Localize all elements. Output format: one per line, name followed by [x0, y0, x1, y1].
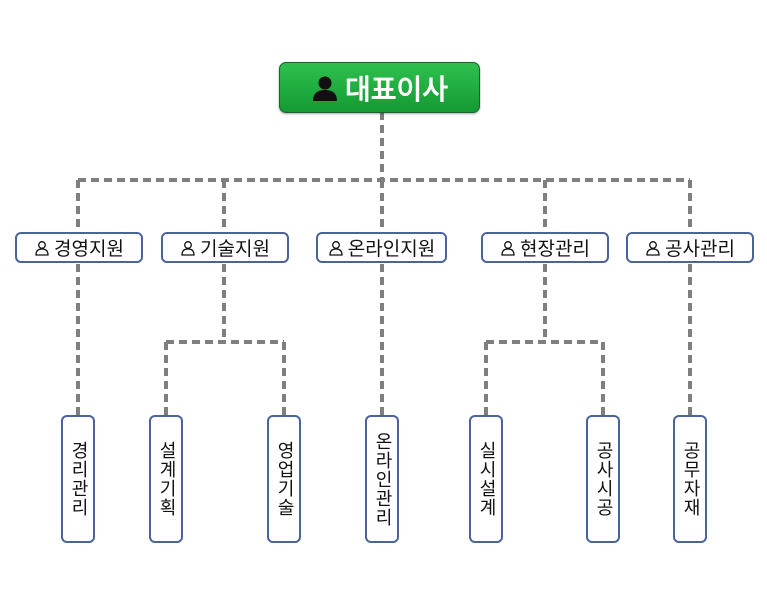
dept-label: 기술지원 [200, 238, 270, 260]
ceo-label: 대표이사 [344, 72, 449, 106]
ceo-node: 대표이사 [279, 62, 480, 113]
dept-label: 현장관리 [520, 238, 590, 260]
dept-node-online-support: 온라인지원 [316, 232, 447, 263]
team-label: 실시설계 [476, 441, 497, 517]
team-label: 공무자재 [680, 441, 701, 517]
team-node-design-planning: 설계기획 [149, 415, 183, 543]
team-node-accounting: 경리관리 [61, 415, 95, 543]
team-label: 온라인관리 [372, 431, 393, 527]
team-label: 경리관리 [68, 441, 89, 517]
dept-node-management-support: 경영지원 [15, 232, 143, 263]
team-label: 설계기획 [156, 441, 177, 517]
dept-node-technical-support: 기술지원 [161, 232, 289, 263]
person-outline-icon [645, 240, 661, 256]
team-label: 공사시공 [593, 441, 614, 517]
person-outline-icon [34, 240, 50, 256]
team-node-materials: 공무자재 [673, 415, 707, 543]
team-node-online-management: 온라인관리 [365, 415, 399, 543]
team-label: 영업기술 [274, 441, 295, 517]
dept-label: 온라인지원 [347, 238, 436, 260]
person-outline-icon [500, 240, 516, 256]
team-node-detailed-design: 실시설계 [469, 415, 503, 543]
dept-label: 공사관리 [665, 238, 735, 260]
person-outline-icon [328, 240, 344, 256]
person-icon [311, 74, 339, 102]
person-outline-icon [180, 240, 196, 256]
dept-node-construction-management: 공사관리 [626, 232, 754, 263]
team-node-sales-tech: 영업기술 [267, 415, 301, 543]
dept-label: 경영지원 [54, 238, 124, 260]
team-node-construction: 공사시공 [586, 415, 620, 543]
dept-node-site-management: 현장관리 [481, 232, 609, 263]
